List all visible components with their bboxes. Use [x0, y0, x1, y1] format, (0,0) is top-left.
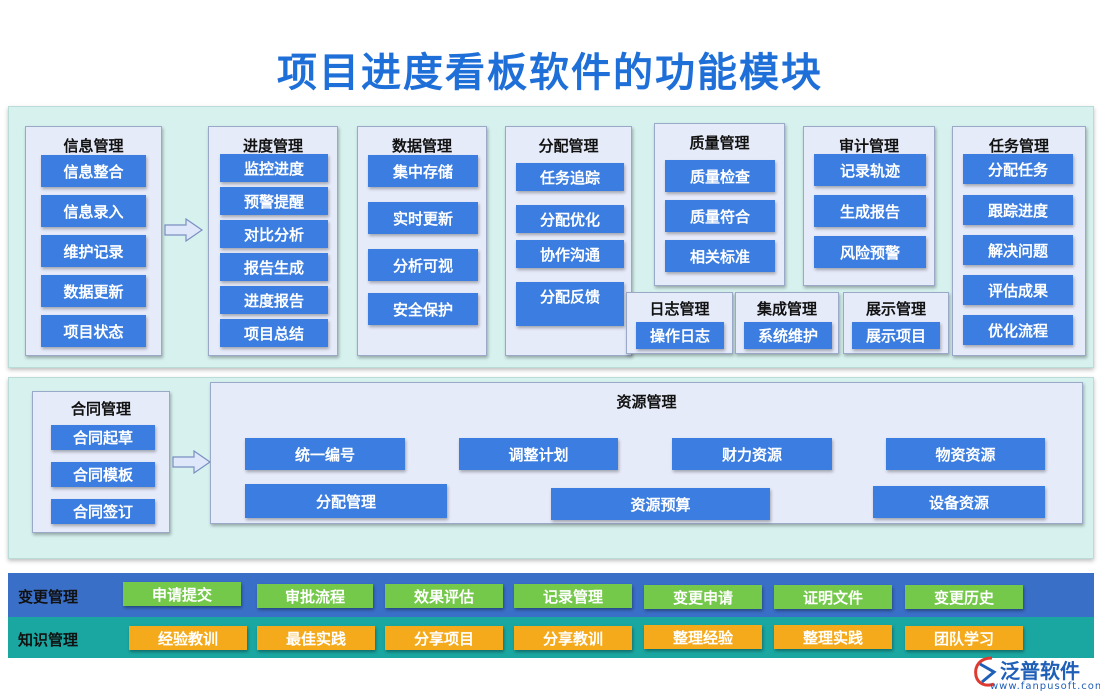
page-title: 项目进度看板软件的功能模块 — [277, 50, 823, 96]
item-progress-report[interactable]: 进度报告 — [220, 286, 328, 314]
item-quality-conformance[interactable]: 质量符合 — [665, 200, 775, 232]
item-financial-resources[interactable]: 财力资源 — [672, 438, 832, 470]
pill-supporting-documents[interactable]: 证明文件 — [774, 585, 892, 609]
item-system-maintenance[interactable]: 系统维护 — [744, 322, 832, 349]
pill-change-history[interactable]: 变更历史 — [905, 585, 1023, 609]
module-title: 分配管理 — [538, 137, 599, 155]
module-progress: 进度管理 监控进度 预警提醒 对比分析 报告生成 进度报告 项目总结 — [208, 126, 338, 356]
item-analysis-visual[interactable]: 分析可视 — [368, 249, 478, 281]
pill-record-management[interactable]: 记录管理 — [514, 584, 632, 608]
item-optimize-process[interactable]: 优化流程 — [963, 315, 1073, 345]
pill-lessons-learned[interactable]: 经验教训 — [129, 626, 247, 650]
pill-share-project[interactable]: 分享项目 — [385, 626, 503, 650]
arrow-right-icon — [172, 450, 212, 474]
brand-logo-icon — [974, 656, 997, 687]
module-title: 质量管理 — [689, 134, 750, 152]
item-operation-log[interactable]: 操作日志 — [636, 322, 724, 349]
pill-effect-evaluation[interactable]: 效果评估 — [385, 584, 503, 608]
item-solve-problem[interactable]: 解决问题 — [963, 235, 1073, 265]
module-log: 日志管理 操作日志 — [626, 292, 733, 354]
pill-change-request[interactable]: 变更申请 — [644, 585, 762, 609]
item-evaluate-results[interactable]: 评估成果 — [963, 275, 1073, 305]
item-security-protection[interactable]: 安全保护 — [368, 293, 478, 325]
module-title: 信息管理 — [63, 137, 124, 155]
module-title: 任务管理 — [988, 137, 1049, 155]
item-task-tracking[interactable]: 任务追踪 — [516, 163, 624, 191]
module-audit: 审计管理 记录轨迹 生成报告 风险预警 — [803, 126, 935, 286]
item-report-generation[interactable]: 报告生成 — [220, 253, 328, 281]
item-central-storage[interactable]: 集中存储 — [368, 155, 478, 187]
module-allocation: 分配管理 任务追踪 分配优化 协作沟通 分配反馈 — [505, 126, 632, 356]
module-data: 数据管理 集中存储 实时更新 分析可视 安全保护 — [357, 126, 487, 356]
pill-best-practices[interactable]: 最佳实践 — [257, 626, 375, 650]
pill-share-lessons[interactable]: 分享教训 — [514, 626, 632, 650]
bar-label: 知识管理 — [18, 631, 79, 649]
item-generate-report[interactable]: 生成报告 — [814, 195, 926, 227]
pill-organize-experience[interactable]: 整理经验 — [644, 625, 762, 649]
pill-organize-practice[interactable]: 整理实践 — [774, 625, 892, 649]
item-project-status[interactable]: 项目状态 — [41, 315, 146, 347]
module-title: 数据管理 — [391, 137, 452, 155]
brand-name: 泛普软件 — [1000, 659, 1080, 683]
item-assign-task[interactable]: 分配任务 — [963, 154, 1073, 184]
arrow-right-icon — [164, 218, 204, 242]
module-quality: 质量管理 质量检查 质量符合 相关标准 — [654, 123, 785, 286]
item-allocation-management[interactable]: 分配管理 — [245, 484, 447, 518]
item-equipment-resources[interactable]: 设备资源 — [873, 486, 1045, 518]
item-resource-budget[interactable]: 资源预算 — [551, 488, 770, 520]
item-risk-warning[interactable]: 风险预警 — [814, 236, 926, 268]
module-title: 展示管理 — [865, 300, 926, 318]
module-title: 进度管理 — [242, 137, 303, 155]
knowledge-management-bar: 知识管理 经验教训 最佳实践 分享项目 分享教训 整理经验 整理实践 团队学习 — [8, 617, 1094, 658]
item-display-project[interactable]: 展示项目 — [852, 322, 940, 349]
item-allocation-optimization[interactable]: 分配优化 — [516, 205, 624, 233]
module-title: 审计管理 — [838, 137, 899, 155]
item-collaboration[interactable]: 协作沟通 — [516, 240, 624, 268]
pill-team-learning[interactable]: 团队学习 — [905, 626, 1023, 650]
item-allocation-feedback[interactable]: 分配反馈 — [516, 282, 624, 326]
item-adjust-plan[interactable]: 调整计划 — [459, 438, 618, 470]
item-data-update[interactable]: 数据更新 — [41, 275, 146, 307]
pill-approval-process[interactable]: 审批流程 — [257, 584, 373, 608]
item-contract-template[interactable]: 合同模板 — [51, 462, 155, 487]
module-title: 日志管理 — [649, 300, 710, 318]
bar-label: 变更管理 — [18, 588, 79, 606]
item-track-progress[interactable]: 跟踪进度 — [963, 195, 1073, 225]
item-monitor-progress[interactable]: 监控进度 — [220, 154, 328, 182]
brand-url: www.fanpusoft.com — [990, 681, 1100, 692]
change-management-bar: 变更管理 申请提交 审批流程 效果评估 记录管理 变更申请 证明文件 变更历史 — [8, 573, 1094, 617]
item-related-standards[interactable]: 相关标准 — [665, 240, 775, 272]
item-record-trace[interactable]: 记录轨迹 — [814, 154, 926, 186]
module-display: 展示管理 展示项目 — [843, 292, 949, 354]
item-material-resources[interactable]: 物资资源 — [886, 438, 1045, 470]
module-title: 集成管理 — [756, 300, 817, 318]
item-info-entry[interactable]: 信息录入 — [41, 195, 146, 227]
module-resource: 资源管理 统一编号 调整计划 财力资源 物资资源 分配管理 资源预算 设备资源 — [210, 382, 1083, 524]
item-info-integration[interactable]: 信息整合 — [41, 155, 146, 187]
item-project-summary[interactable]: 项目总结 — [220, 319, 328, 347]
module-title: 资源管理 — [616, 393, 677, 411]
item-warning-reminder[interactable]: 预警提醒 — [220, 187, 328, 215]
item-contract-draft[interactable]: 合同起草 — [51, 425, 155, 450]
module-contract: 合同管理 合同起草 合同模板 合同签订 — [32, 391, 170, 533]
item-contract-signing[interactable]: 合同签订 — [51, 499, 155, 524]
item-unified-numbering[interactable]: 统一编号 — [245, 438, 405, 470]
module-task: 任务管理 分配任务 跟踪进度 解决问题 评估成果 优化流程 — [952, 126, 1086, 356]
module-info: 信息管理 信息整合 信息录入 维护记录 数据更新 项目状态 — [25, 126, 162, 356]
item-comparison-analysis[interactable]: 对比分析 — [220, 220, 328, 248]
item-quality-check[interactable]: 质量检查 — [665, 160, 775, 192]
module-title: 合同管理 — [70, 400, 131, 418]
module-integration: 集成管理 系统维护 — [735, 292, 839, 354]
pill-apply-submit[interactable]: 申请提交 — [123, 582, 241, 606]
item-realtime-update[interactable]: 实时更新 — [368, 202, 478, 234]
item-maintenance-record[interactable]: 维护记录 — [41, 235, 146, 267]
